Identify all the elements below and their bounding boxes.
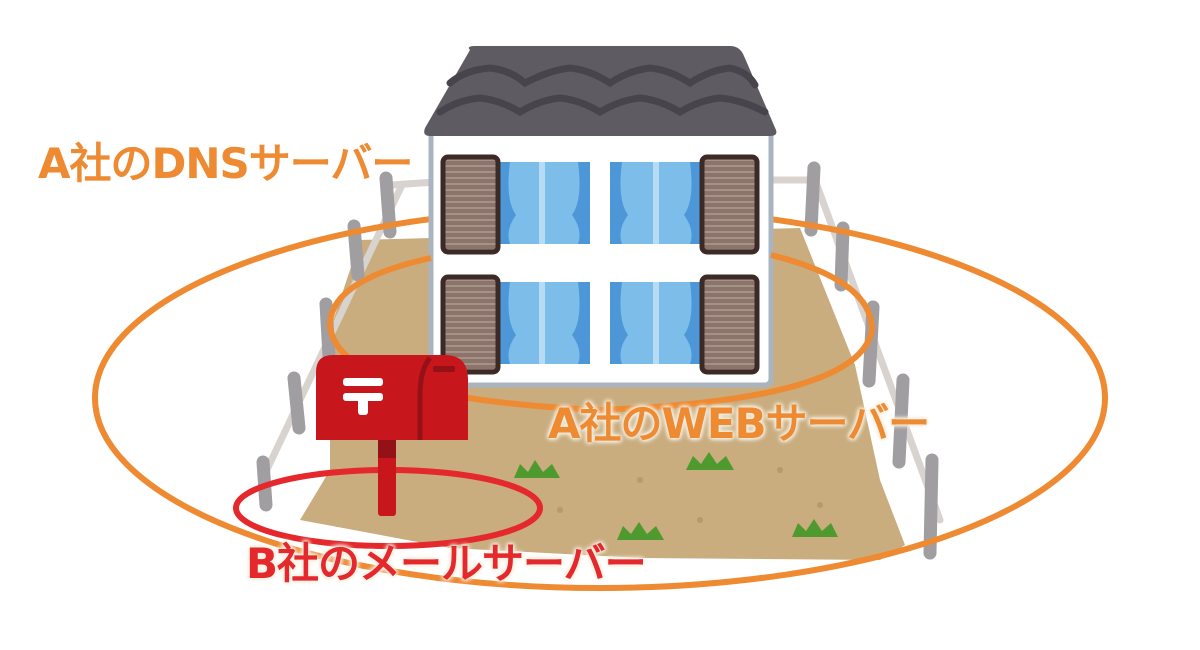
web-server-label: A社のWEBサーバー	[548, 399, 930, 448]
window-upper-left	[440, 154, 590, 255]
fence-right	[766, 161, 944, 560]
dns-server-label: A社のDNSサーバー	[38, 139, 413, 188]
mail-server-label: B社のメールサーバー	[246, 539, 647, 588]
web-server-region	[326, 252, 876, 414]
mailbox	[316, 355, 468, 516]
roof	[424, 46, 777, 136]
grass-tufts	[514, 452, 838, 540]
postal-mark-icon	[343, 378, 383, 415]
window-lower-left	[440, 274, 590, 375]
house	[424, 46, 777, 388]
window-upper-right	[610, 154, 760, 255]
window-lower-right	[610, 274, 760, 375]
